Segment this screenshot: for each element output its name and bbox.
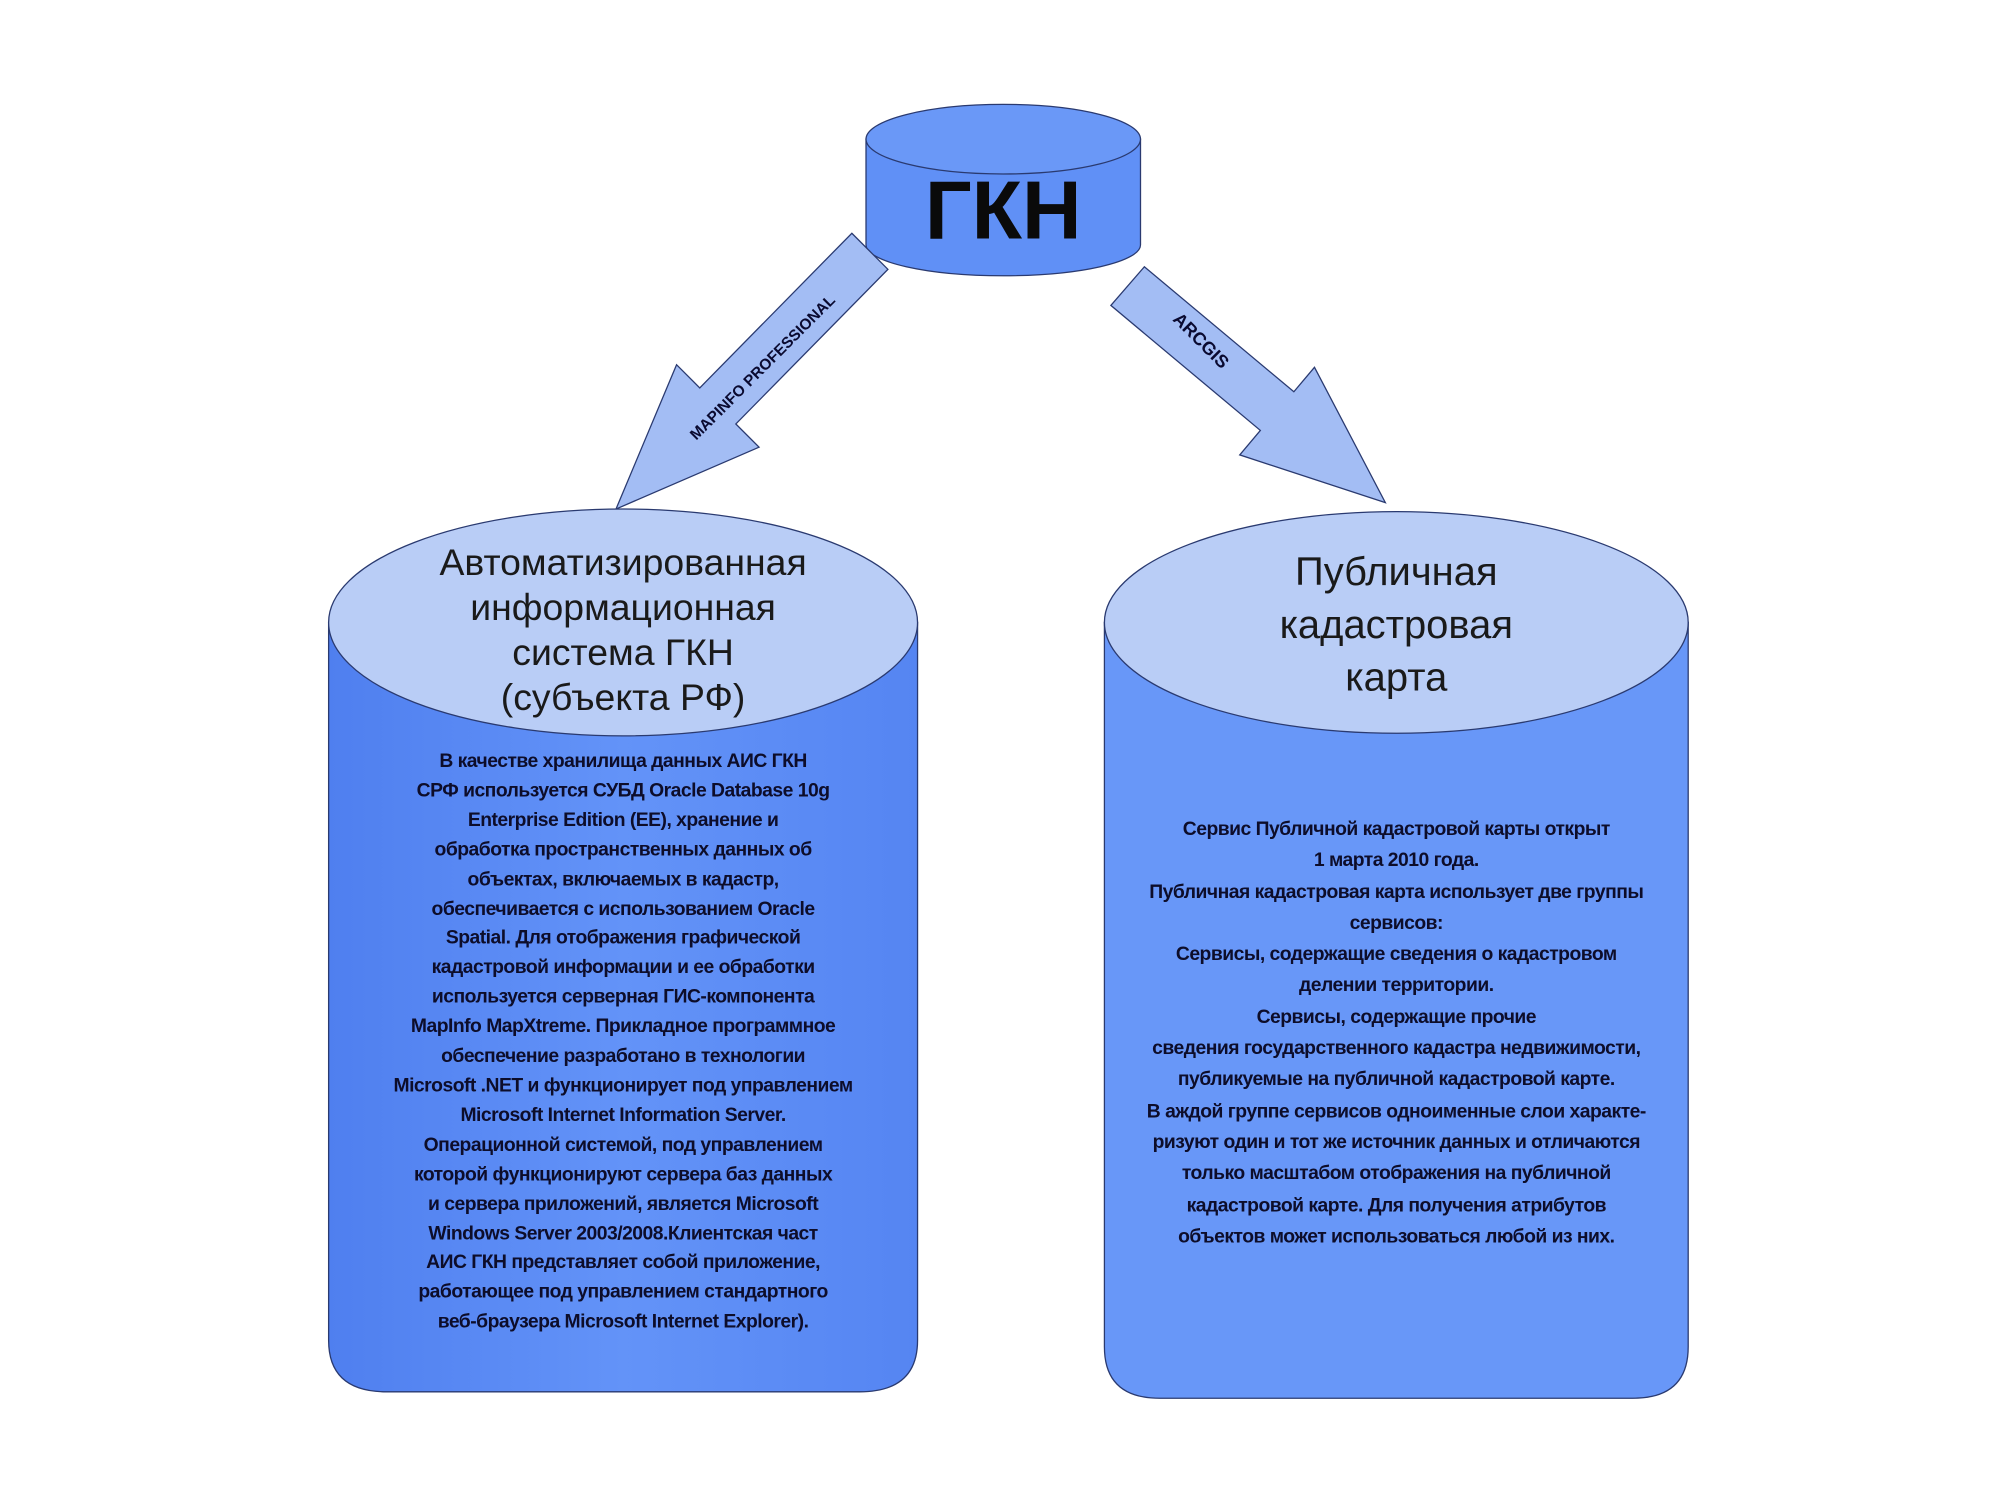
description-line: только масштабом отображения на публично… — [1181, 1162, 1611, 1185]
description-line: Windows Server 2003/2008.Клиентская част — [428, 1222, 818, 1245]
title-line: карта — [1345, 654, 1448, 700]
description-line: Операционной системой, под управлением — [423, 1133, 823, 1156]
right-node-title: Публичная кадастровая карта — [1104, 545, 1688, 704]
description-line: публикуемые на публичной кадастровой кар… — [1177, 1068, 1615, 1091]
description-line: Microsoft Internet Information Server. — [460, 1104, 786, 1127]
title-line: информационная — [470, 587, 776, 629]
description-line: сервисов: — [1349, 912, 1444, 935]
description-line: Сервисы, содержащие сведения о кадастров… — [1175, 943, 1617, 966]
left-node-title: Автоматизированная информационная систем… — [329, 541, 918, 721]
description-line: Enterprise Edition (EE), хранение и — [467, 809, 779, 831]
description-line: работающее под управлением стандартного — [418, 1281, 828, 1304]
description-line: 1 марта 2010 года. — [1313, 849, 1479, 872]
description-line: кадастровой карте. Для получения атрибут… — [1186, 1194, 1607, 1216]
arrow-right — [1109, 265, 1387, 504]
description-line: В качестве хранилища данных АИС ГКН — [439, 750, 807, 772]
top-node-label: ГКН — [924, 163, 1082, 257]
description-line: обработка пространственных данных об — [434, 838, 813, 861]
description-line: используется серверная ГИС-компонента — [431, 986, 815, 1009]
title-line: (субъекта РФ) — [500, 677, 746, 720]
description-line: Публичная кадастровая карта использует д… — [1149, 880, 1644, 903]
description-line: MapInfo MapXtreme. Прикладное программно… — [410, 1015, 836, 1038]
description-line: обеспечение разработано в технологии — [441, 1045, 806, 1068]
description-line: обеспечивается с использованием Oracle — [431, 897, 816, 920]
right-node-description: Сервис Публичной кадастровой карты откры… — [1104, 814, 1688, 1252]
description-line: Microsoft .NET и функционирует под управ… — [393, 1074, 853, 1097]
description-line: В аждой группе сервисов одноименные слои… — [1146, 1100, 1647, 1123]
description-line: и сервера приложений, является Microsoft — [428, 1192, 819, 1215]
title-line: Публичная — [1295, 548, 1498, 595]
description-line: веб-браузера Microsoft Internet Explorer… — [437, 1310, 809, 1333]
right-cylinder — [1103, 510, 1689, 1399]
description-line: Spatial. Для отображения графической — [445, 927, 801, 950]
description-line: кадастровой информации и ее обработки — [431, 956, 816, 979]
title-line: Автоматизированная — [439, 542, 807, 584]
top-cylinder — [865, 103, 1142, 277]
description-line: объектах, включаемых в кадастр, — [467, 868, 780, 891]
left-node-description: В качестве хранилища данных АИС ГКН СРФ и… — [329, 747, 918, 1337]
description-line: которой функционируют сервера баз данных — [413, 1163, 833, 1186]
title-line: система ГКН — [512, 632, 734, 674]
description-line: делении территории. — [1299, 974, 1494, 997]
description-line: сведения государственного кадастра недви… — [1152, 1037, 1641, 1060]
description-line: Сервисы, содержащие прочие — [1256, 1006, 1537, 1029]
description-line: объектов может использоваться любой из н… — [1178, 1225, 1615, 1248]
description-line: ризуют один и тот же источник данных и о… — [1152, 1131, 1641, 1154]
description-line: Сервис Публичной кадастровой карты откры… — [1182, 818, 1611, 841]
description-line: АИС ГКН представляет собой приложение, — [426, 1251, 820, 1274]
title-line: кадастровая — [1279, 601, 1514, 647]
description-line: СРФ используется СУБД Oracle Database 10… — [416, 779, 830, 802]
arrow-left — [614, 232, 889, 511]
left-cylinder — [327, 508, 919, 1393]
